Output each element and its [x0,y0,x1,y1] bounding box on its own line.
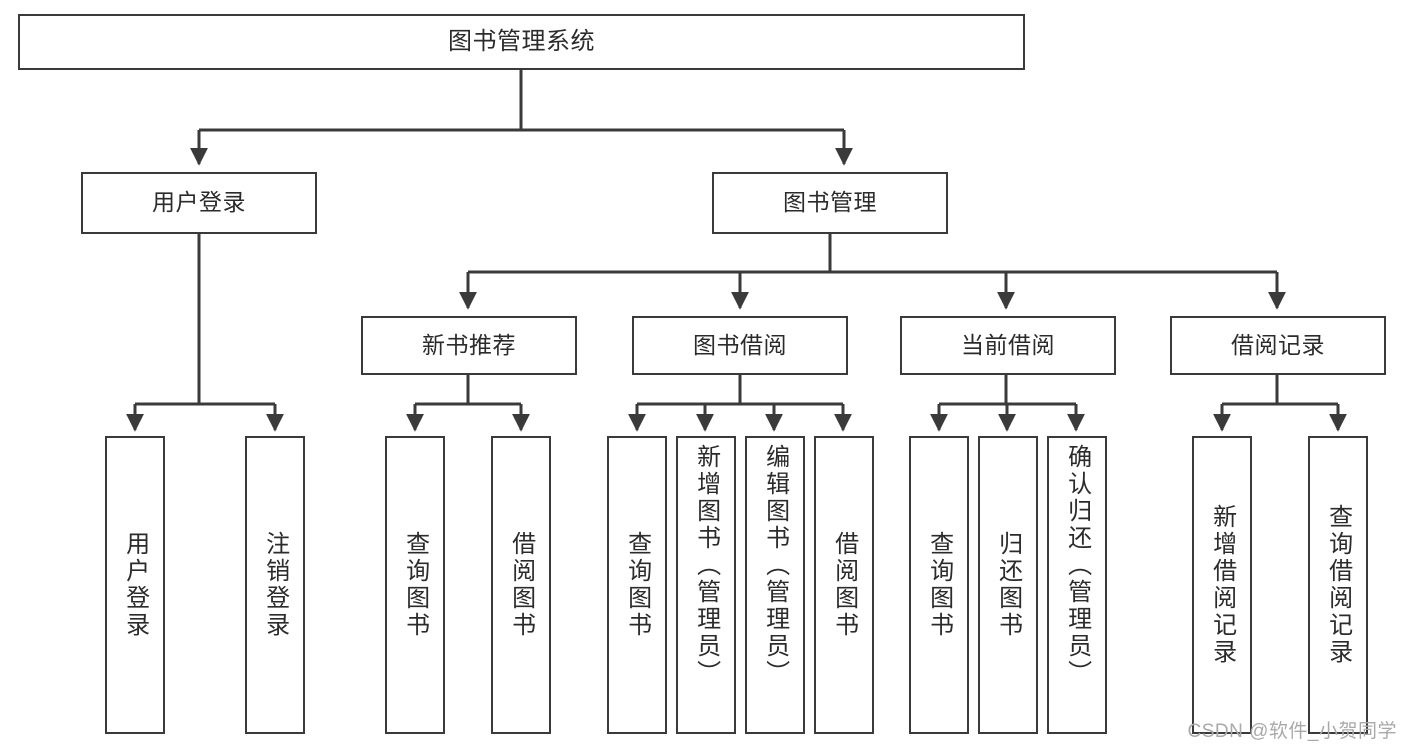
leaf-query-book-new[interactable]: 查询图书 [385,436,445,734]
leaf-borrow-book[interactable]: 借阅图书 [814,436,874,734]
node-label: 图书借阅 [693,331,787,358]
node-label: 新增借阅记录 [1208,504,1236,666]
node-label: 用户登录 [121,531,149,639]
leaf-user-logout[interactable]: 注销登录 [245,436,305,734]
node-book-borrow[interactable]: 图书借阅 [632,316,848,375]
leaf-add-book-admin[interactable]: 新增图书（管理员） [676,436,736,734]
node-label: 新书推荐 [422,331,516,358]
node-label: 新增图书（管理员） [692,444,720,687]
leaf-confirm-return-admin[interactable]: 确认归还（管理员） [1047,436,1107,734]
node-label: 用户登录 [152,189,246,216]
node-book-management[interactable]: 图书管理 [712,172,948,234]
leaf-add-borrow-record[interactable]: 新增借阅记录 [1192,436,1252,734]
node-label: 注销登录 [261,531,289,639]
node-label: 查询图书 [401,531,429,639]
leaf-edit-book-admin[interactable]: 编辑图书（管理员） [745,436,805,734]
node-current-borrow[interactable]: 当前借阅 [900,316,1116,375]
node-label: 图书管理系统 [448,27,595,55]
node-label: 借阅图书 [507,531,535,639]
node-label: 归还图书 [994,531,1022,639]
node-user-login[interactable]: 用户登录 [81,172,317,234]
node-label: 当前借阅 [961,331,1055,358]
node-label: 编辑图书（管理员） [761,444,789,687]
node-root-system[interactable]: 图书管理系统 [18,14,1025,70]
node-label: 确认归还（管理员） [1063,444,1091,687]
leaf-query-book-borrow[interactable]: 查询图书 [607,436,667,734]
leaf-query-borrow-record[interactable]: 查询借阅记录 [1308,436,1368,734]
node-label: 查询图书 [925,531,953,639]
leaf-borrow-book-new[interactable]: 借阅图书 [491,436,551,734]
leaf-query-book-current[interactable]: 查询图书 [909,436,969,734]
node-label: 图书管理 [783,189,877,216]
node-label: 借阅图书 [830,531,858,639]
leaf-user-login[interactable]: 用户登录 [105,436,165,734]
watermark: CSDN @软件_小贺同学 [1187,721,1397,742]
node-borrow-records[interactable]: 借阅记录 [1170,316,1386,375]
node-new-book-recommend[interactable]: 新书推荐 [361,316,577,375]
node-label: 借阅记录 [1231,331,1325,358]
node-label: 查询图书 [623,531,651,639]
node-label: 查询借阅记录 [1324,504,1352,666]
leaf-return-book[interactable]: 归还图书 [978,436,1038,734]
